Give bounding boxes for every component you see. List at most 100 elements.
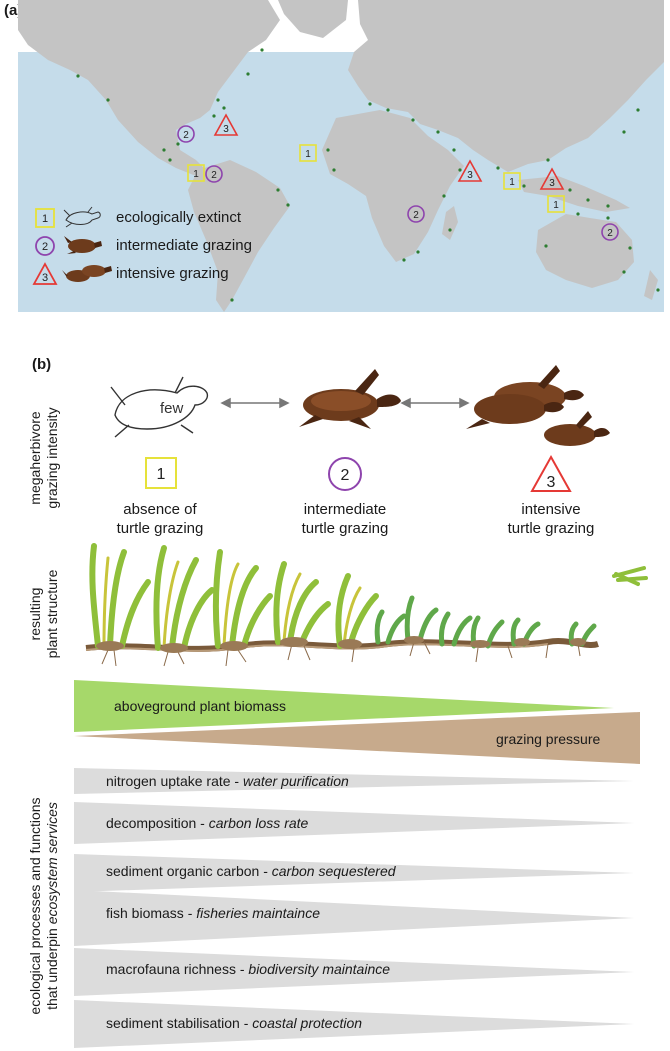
process-label-plain: macrofauna richness -	[106, 961, 249, 977]
map-marker-triangle: 3	[457, 159, 483, 182]
landmass-new-zealand	[644, 270, 658, 300]
legend-label-intermediate: intermediate grazing	[116, 237, 252, 254]
grazing-wedge	[74, 712, 640, 764]
process-label-italic: carbon loss rate	[208, 815, 309, 831]
biomass-label: aboveground plant biomass	[114, 698, 287, 714]
process-label-plain: sediment stabilisation -	[106, 1015, 253, 1031]
process-label-plain: fish biomass -	[106, 905, 197, 921]
map-marker-circle: 2	[407, 205, 425, 223]
map-marker-square: 1	[547, 195, 565, 213]
category-label-line: turtle grazing	[507, 520, 595, 537]
category-marker-circle: 2	[328, 457, 362, 491]
seagrass-distribution	[76, 48, 660, 302]
process-label: decomposition - carbon loss rate	[106, 815, 308, 831]
seagrass-clumps	[89, 543, 648, 651]
world-map: 2 3 1 1 2 2 3 1 3 1 2 1	[18, 0, 664, 312]
legend-marker-number: 3	[42, 272, 48, 284]
legend-label-intensive: intensive grazing	[116, 265, 229, 282]
map-marker-circle: 2	[601, 223, 619, 241]
side-label-plain: that underpin	[44, 924, 60, 1010]
map-marker-number: 2	[211, 170, 217, 181]
legend-marker-square: 1	[35, 208, 55, 228]
map-marker-square: 1	[503, 172, 521, 190]
landmass-maritime-asia	[518, 176, 630, 212]
process-label: macrofauna richness - biodiversity maint…	[106, 961, 390, 977]
turtle-pair-icon	[62, 265, 112, 282]
category-marker-triangle: 3	[530, 454, 572, 492]
turtle-group-icon	[466, 365, 610, 446]
turtle-icon	[64, 236, 102, 254]
landmass-north-america	[18, 0, 280, 176]
landmass-madagascar	[442, 206, 458, 240]
process-label-italic: coastal protection	[252, 1015, 363, 1031]
side-label-line: plant structure	[44, 569, 60, 659]
category-marker-square: 1	[145, 457, 177, 489]
process-wedge	[74, 802, 634, 844]
side-label-line: grazing intensity	[44, 407, 60, 509]
legend-marker-number: 2	[42, 241, 48, 253]
roots	[101, 641, 581, 667]
map-marker-square: 1	[299, 144, 317, 162]
landmass-eurasia	[348, 0, 664, 172]
floating-grass-fragment	[612, 566, 648, 586]
process-label: fish biomass - fisheries maintaince	[106, 905, 320, 921]
process-wedge	[74, 1000, 634, 1048]
map-marker-number: 3	[549, 178, 555, 189]
process-label-plain: decomposition -	[106, 815, 209, 831]
category-label-line: turtle grazing	[116, 520, 204, 537]
map-marker-square: 1	[187, 164, 205, 182]
map-marker-number: 2	[607, 228, 613, 239]
map-marker-circle: 2	[205, 165, 223, 183]
panel-a-label: (a)	[4, 2, 23, 19]
turtle-icon	[299, 369, 401, 429]
map-marker-number: 1	[509, 177, 515, 188]
turtle-outline-icon	[110, 376, 209, 438]
panel-b-label: (b)	[32, 356, 52, 373]
category-label-line: turtle grazing	[301, 520, 389, 537]
process-label-italic: fisheries maintaince	[196, 905, 320, 921]
double-arrow-icon	[220, 397, 290, 409]
category-marker-number: 1	[157, 466, 166, 483]
process-wedge	[74, 890, 634, 946]
process-wedge	[74, 948, 634, 996]
map-marker-circle: 2	[177, 125, 195, 143]
process-label-italic: water purification	[242, 773, 349, 789]
category-label-1: absence of turtle grazing	[100, 500, 220, 538]
root-nodes	[96, 636, 586, 653]
legend-label-extinct: ecologically extinct	[116, 209, 242, 226]
process-wedge	[74, 854, 634, 892]
grazing-pressure-label: grazing pressure	[496, 731, 601, 747]
category-label-line: intensive	[521, 501, 581, 518]
turtle-outline-icon	[63, 206, 101, 228]
category-label-line: absence of	[123, 501, 197, 518]
side-label-line: megaherbivore	[27, 411, 43, 505]
few-label: few	[160, 400, 184, 417]
double-arrow-icon	[400, 397, 470, 409]
map-marker-number: 3	[467, 170, 473, 181]
side-label-italic: ecosystem services	[44, 802, 60, 925]
category-label-line: intermediate	[303, 501, 387, 518]
map-marker-number: 3	[223, 124, 229, 135]
landmass-greenland	[278, 0, 348, 38]
category-label-2: intermediate turtle grazing	[285, 500, 405, 538]
map-marker-number: 1	[553, 200, 559, 211]
landmass-africa	[322, 110, 464, 262]
legend-marker-triangle: 3	[32, 262, 58, 285]
side-label-line: resulting	[27, 587, 43, 641]
map-marker-triangle: 3	[213, 113, 239, 136]
process-label: sediment organic carbon - carbon sequest…	[106, 863, 396, 879]
legend-marker-circle: 2	[35, 236, 55, 256]
category-label-3: intensive turtle grazing	[491, 500, 611, 538]
process-wedges	[74, 768, 634, 1048]
side-label-ecological-processes: ecological processes and functions that …	[27, 761, 63, 1051]
side-label-grazing-intensity: megaherbivore grazing intensity	[27, 383, 63, 533]
process-label-italic: biodiversity maintaince	[248, 961, 391, 977]
map-marker-triangle: 3	[539, 167, 565, 190]
gradient-wedges	[74, 680, 640, 764]
map-marker-number: 2	[413, 210, 419, 221]
process-label-italic: carbon sequestered	[271, 863, 396, 879]
grazing-intensity-illustration: few	[110, 365, 610, 446]
biomass-wedge	[74, 680, 614, 732]
seagrass-plant-structure	[85, 543, 648, 667]
category-marker-number: 2	[341, 467, 350, 484]
